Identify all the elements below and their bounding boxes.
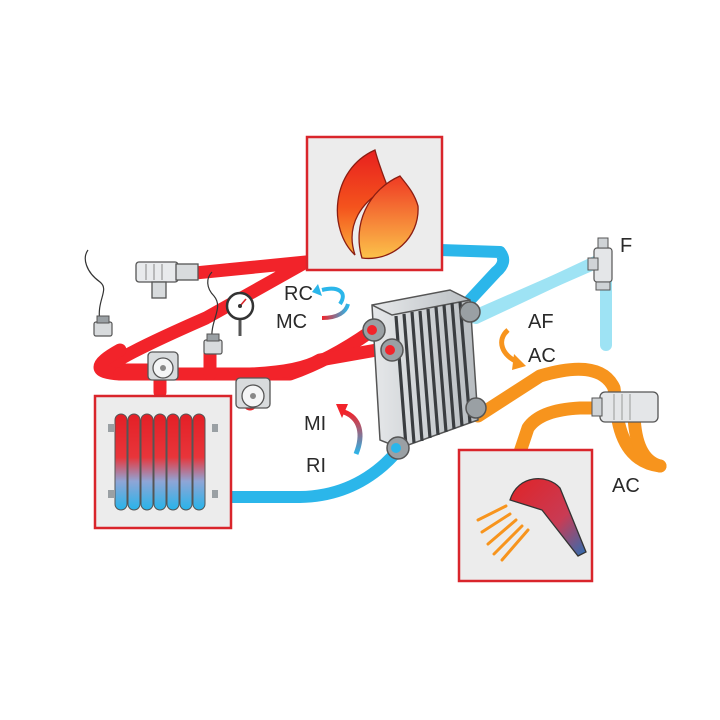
- shower-icon: [476, 478, 587, 562]
- label-ac-bottom: AC: [612, 475, 640, 497]
- orange-dhw-pipe-inner: [513, 401, 607, 459]
- air-vent-icon: [84, 249, 113, 337]
- shower-panel: [457, 448, 594, 583]
- mixing-valve-icon: [591, 391, 659, 423]
- label-mc: MC: [276, 311, 307, 333]
- blue-radiator-return-pipe: [226, 442, 406, 503]
- flame-icon: [336, 149, 419, 260]
- circulation-pump-icon: [147, 351, 179, 381]
- orange-dhw-pipe-down: [627, 409, 667, 473]
- boiler-flame-panel: [305, 135, 444, 272]
- sensor-icon: [203, 271, 223, 355]
- plate-heat-exchanger-icon: [362, 289, 487, 460]
- label-af: AF: [528, 311, 554, 333]
- cold-water-pipe-f: [470, 256, 601, 324]
- flow-arrow-mc: [321, 303, 350, 320]
- red-flow-pipe-lower: [113, 341, 395, 381]
- radiator-panel: [93, 394, 233, 530]
- flow-arrow-rc: [312, 284, 345, 306]
- pressure-gauge-icon: [225, 291, 255, 336]
- valve-icon: [135, 261, 199, 299]
- flow-arrow-af: [499, 328, 526, 370]
- faucet-valve-icon: [587, 237, 613, 291]
- label-ri: RI: [306, 455, 326, 477]
- flow-arrow-mi: [336, 404, 363, 455]
- blue-return-top-pipe: [434, 244, 510, 306]
- radiator-icon: [108, 413, 218, 511]
- label-ac-top: AC: [528, 345, 556, 367]
- exchanger-ports: [362, 301, 487, 460]
- label-rc: RC: [284, 283, 313, 305]
- label-mi: MI: [304, 413, 326, 435]
- circulation-pump-icon-2: [235, 377, 271, 409]
- label-f: F: [620, 235, 632, 257]
